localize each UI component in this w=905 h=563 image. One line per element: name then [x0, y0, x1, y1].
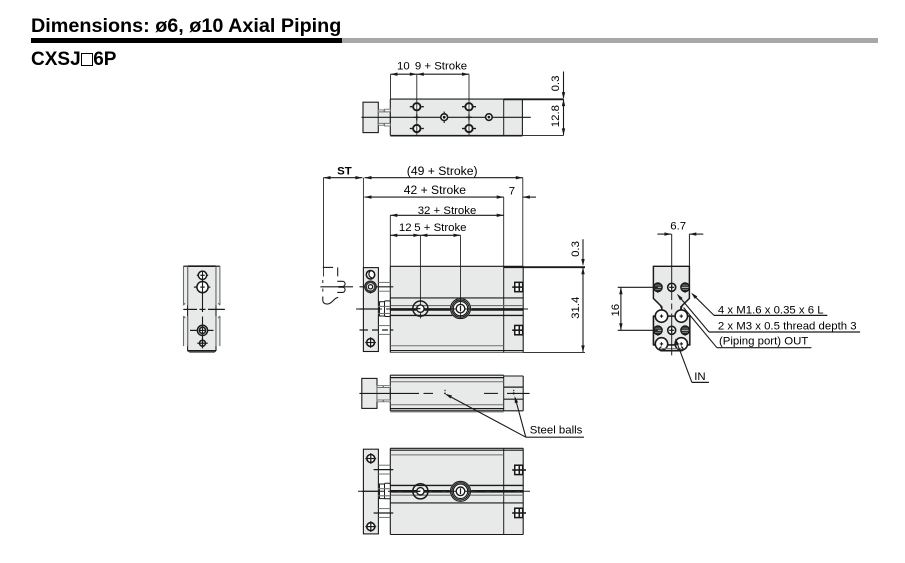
svg-text:32 + Stroke: 32 + Stroke — [418, 205, 477, 217]
svg-text:4 x M1.6 x 0.35 x 6 L: 4 x M1.6 x 0.35 x 6 L — [718, 304, 824, 316]
svg-text:31.4: 31.4 — [570, 297, 582, 319]
svg-text:7: 7 — [509, 185, 515, 197]
svg-text:5 + Stroke: 5 + Stroke — [414, 222, 466, 234]
svg-text:(Piping port) OUT: (Piping port) OUT — [719, 335, 808, 347]
svg-text:6.7: 6.7 — [670, 221, 686, 233]
svg-text:9 + Stroke: 9 + Stroke — [415, 61, 467, 73]
svg-text:12: 12 — [399, 222, 412, 234]
svg-text:42 + Stroke: 42 + Stroke — [404, 183, 466, 197]
svg-text:16: 16 — [610, 304, 622, 317]
svg-text:12.8: 12.8 — [550, 105, 562, 127]
svg-text:IN: IN — [694, 371, 705, 383]
svg-text:10: 10 — [397, 61, 410, 73]
svg-text:0.3: 0.3 — [550, 76, 562, 92]
svg-text:Steel balls: Steel balls — [530, 425, 583, 437]
svg-text:ST: ST — [337, 166, 352, 178]
svg-text:(49 + Stroke): (49 + Stroke) — [407, 164, 478, 178]
svg-text:0.3: 0.3 — [570, 241, 582, 257]
svg-text:2 x M3 x 0.5 thread depth 3: 2 x M3 x 0.5 thread depth 3 — [718, 320, 857, 332]
